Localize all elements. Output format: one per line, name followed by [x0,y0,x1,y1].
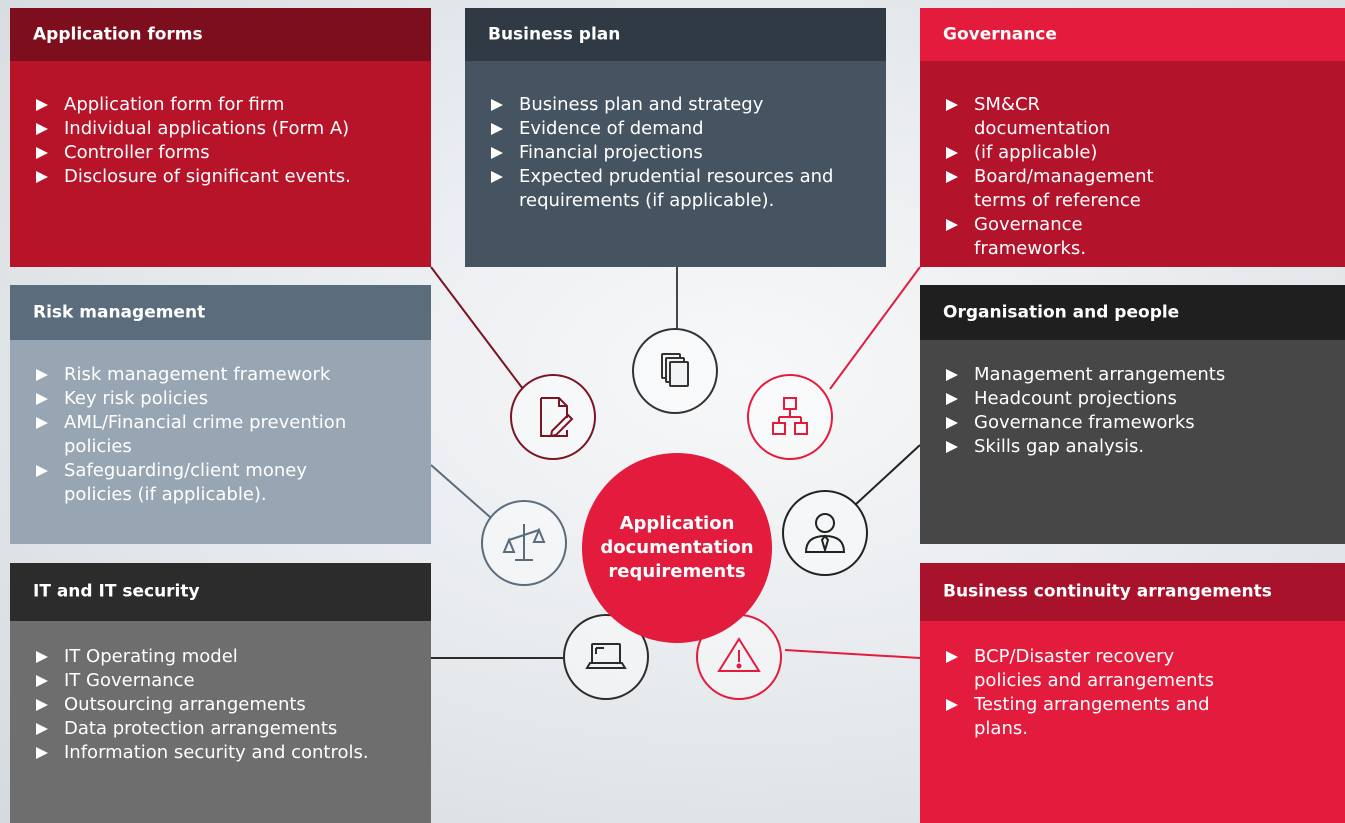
org-chart-icon [747,374,833,460]
item-list: SM&CR documentation (if applicable) Boar… [943,93,1165,261]
panel-risk-management: Risk management Risk management framewor… [10,285,431,544]
list-item: Expected prudential resources and requir… [488,165,878,213]
list-item: Testing arrangements and plans. [943,693,1225,741]
panel-business-plan: Business plan Business plan and strategy… [465,8,886,267]
panel-title: Business continuity arrangements [920,563,1345,621]
person-tie-icon [782,490,868,576]
list-item: Controller forms [33,141,423,165]
item-list: Risk management framework Key risk polic… [33,363,361,507]
panel-title: Governance [920,8,1345,61]
list-item: Application form for firm [33,93,423,117]
panel-application-forms: Application forms Application form for f… [10,8,431,267]
center-title-line: Application [619,513,735,534]
connector-application-forms [430,266,524,390]
connector-business-continuity [784,649,921,659]
panel-business-continuity: Business continuity arrangements BCP/Dis… [920,563,1345,823]
list-item: Governance frameworks. [943,213,1165,261]
list-item: (if applicable) [943,141,1165,165]
list-item: Financial projections [488,141,878,165]
panel-title: Risk management [10,285,431,340]
list-item: Data protection arrangements [33,717,423,741]
list-item: Headcount projections [943,387,1337,411]
list-item: Outsourcing arrangements [33,693,423,717]
list-item: Individual applications (Form A) [33,117,423,141]
list-item: IT Governance [33,669,423,693]
panel-it-security: IT and IT security IT Operating model IT… [10,563,431,823]
item-list: Application form for firm Individual app… [33,93,423,189]
list-item: Safeguarding/client money policies (if a… [33,459,361,507]
center-title-line: documentation [600,537,754,558]
document-pen-icon [510,374,596,460]
item-list: Business plan and strategy Evidence of d… [488,93,878,213]
center-title-line: requirements [608,561,746,582]
panel-title: Application forms [10,8,431,61]
list-item: SM&CR documentation [943,93,1165,141]
list-item: Governance frameworks [943,411,1337,435]
item-list: IT Operating model IT Governance Outsour… [33,645,423,765]
connector-governance [829,266,921,390]
item-list: BCP/Disaster recovery policies and arran… [943,645,1225,741]
panel-title: IT and IT security [10,563,431,621]
connector-organisation [854,444,921,506]
connector-risk-management [430,464,491,518]
list-item: Business plan and strategy [488,93,878,117]
list-item: Management arrangements [943,363,1337,387]
panel-title: Business plan [465,8,886,61]
panel-governance: Governance SM&CR documentation (if appli… [920,8,1345,267]
scales-icon [481,500,567,586]
list-item: Key risk policies [33,387,361,411]
list-item: Disclosure of significant events. [33,165,423,189]
center-circle: Application documentation requirements [582,453,772,643]
list-item: Information security and controls. [33,741,423,765]
list-item: Board/management terms of reference [943,165,1165,213]
panel-title: Organisation and people [920,285,1345,340]
list-item: Risk management framework [33,363,361,387]
list-item: Evidence of demand [488,117,878,141]
list-item: AML/Financial crime prevention policies [33,411,361,459]
item-list: Management arrangements Headcount projec… [943,363,1337,459]
list-item: BCP/Disaster recovery policies and arran… [943,645,1225,693]
documents-stack-icon [632,328,718,414]
list-item: Skills gap analysis. [943,435,1337,459]
list-item: IT Operating model [33,645,423,669]
panel-organisation-and-people: Organisation and people Management arran… [920,285,1345,544]
